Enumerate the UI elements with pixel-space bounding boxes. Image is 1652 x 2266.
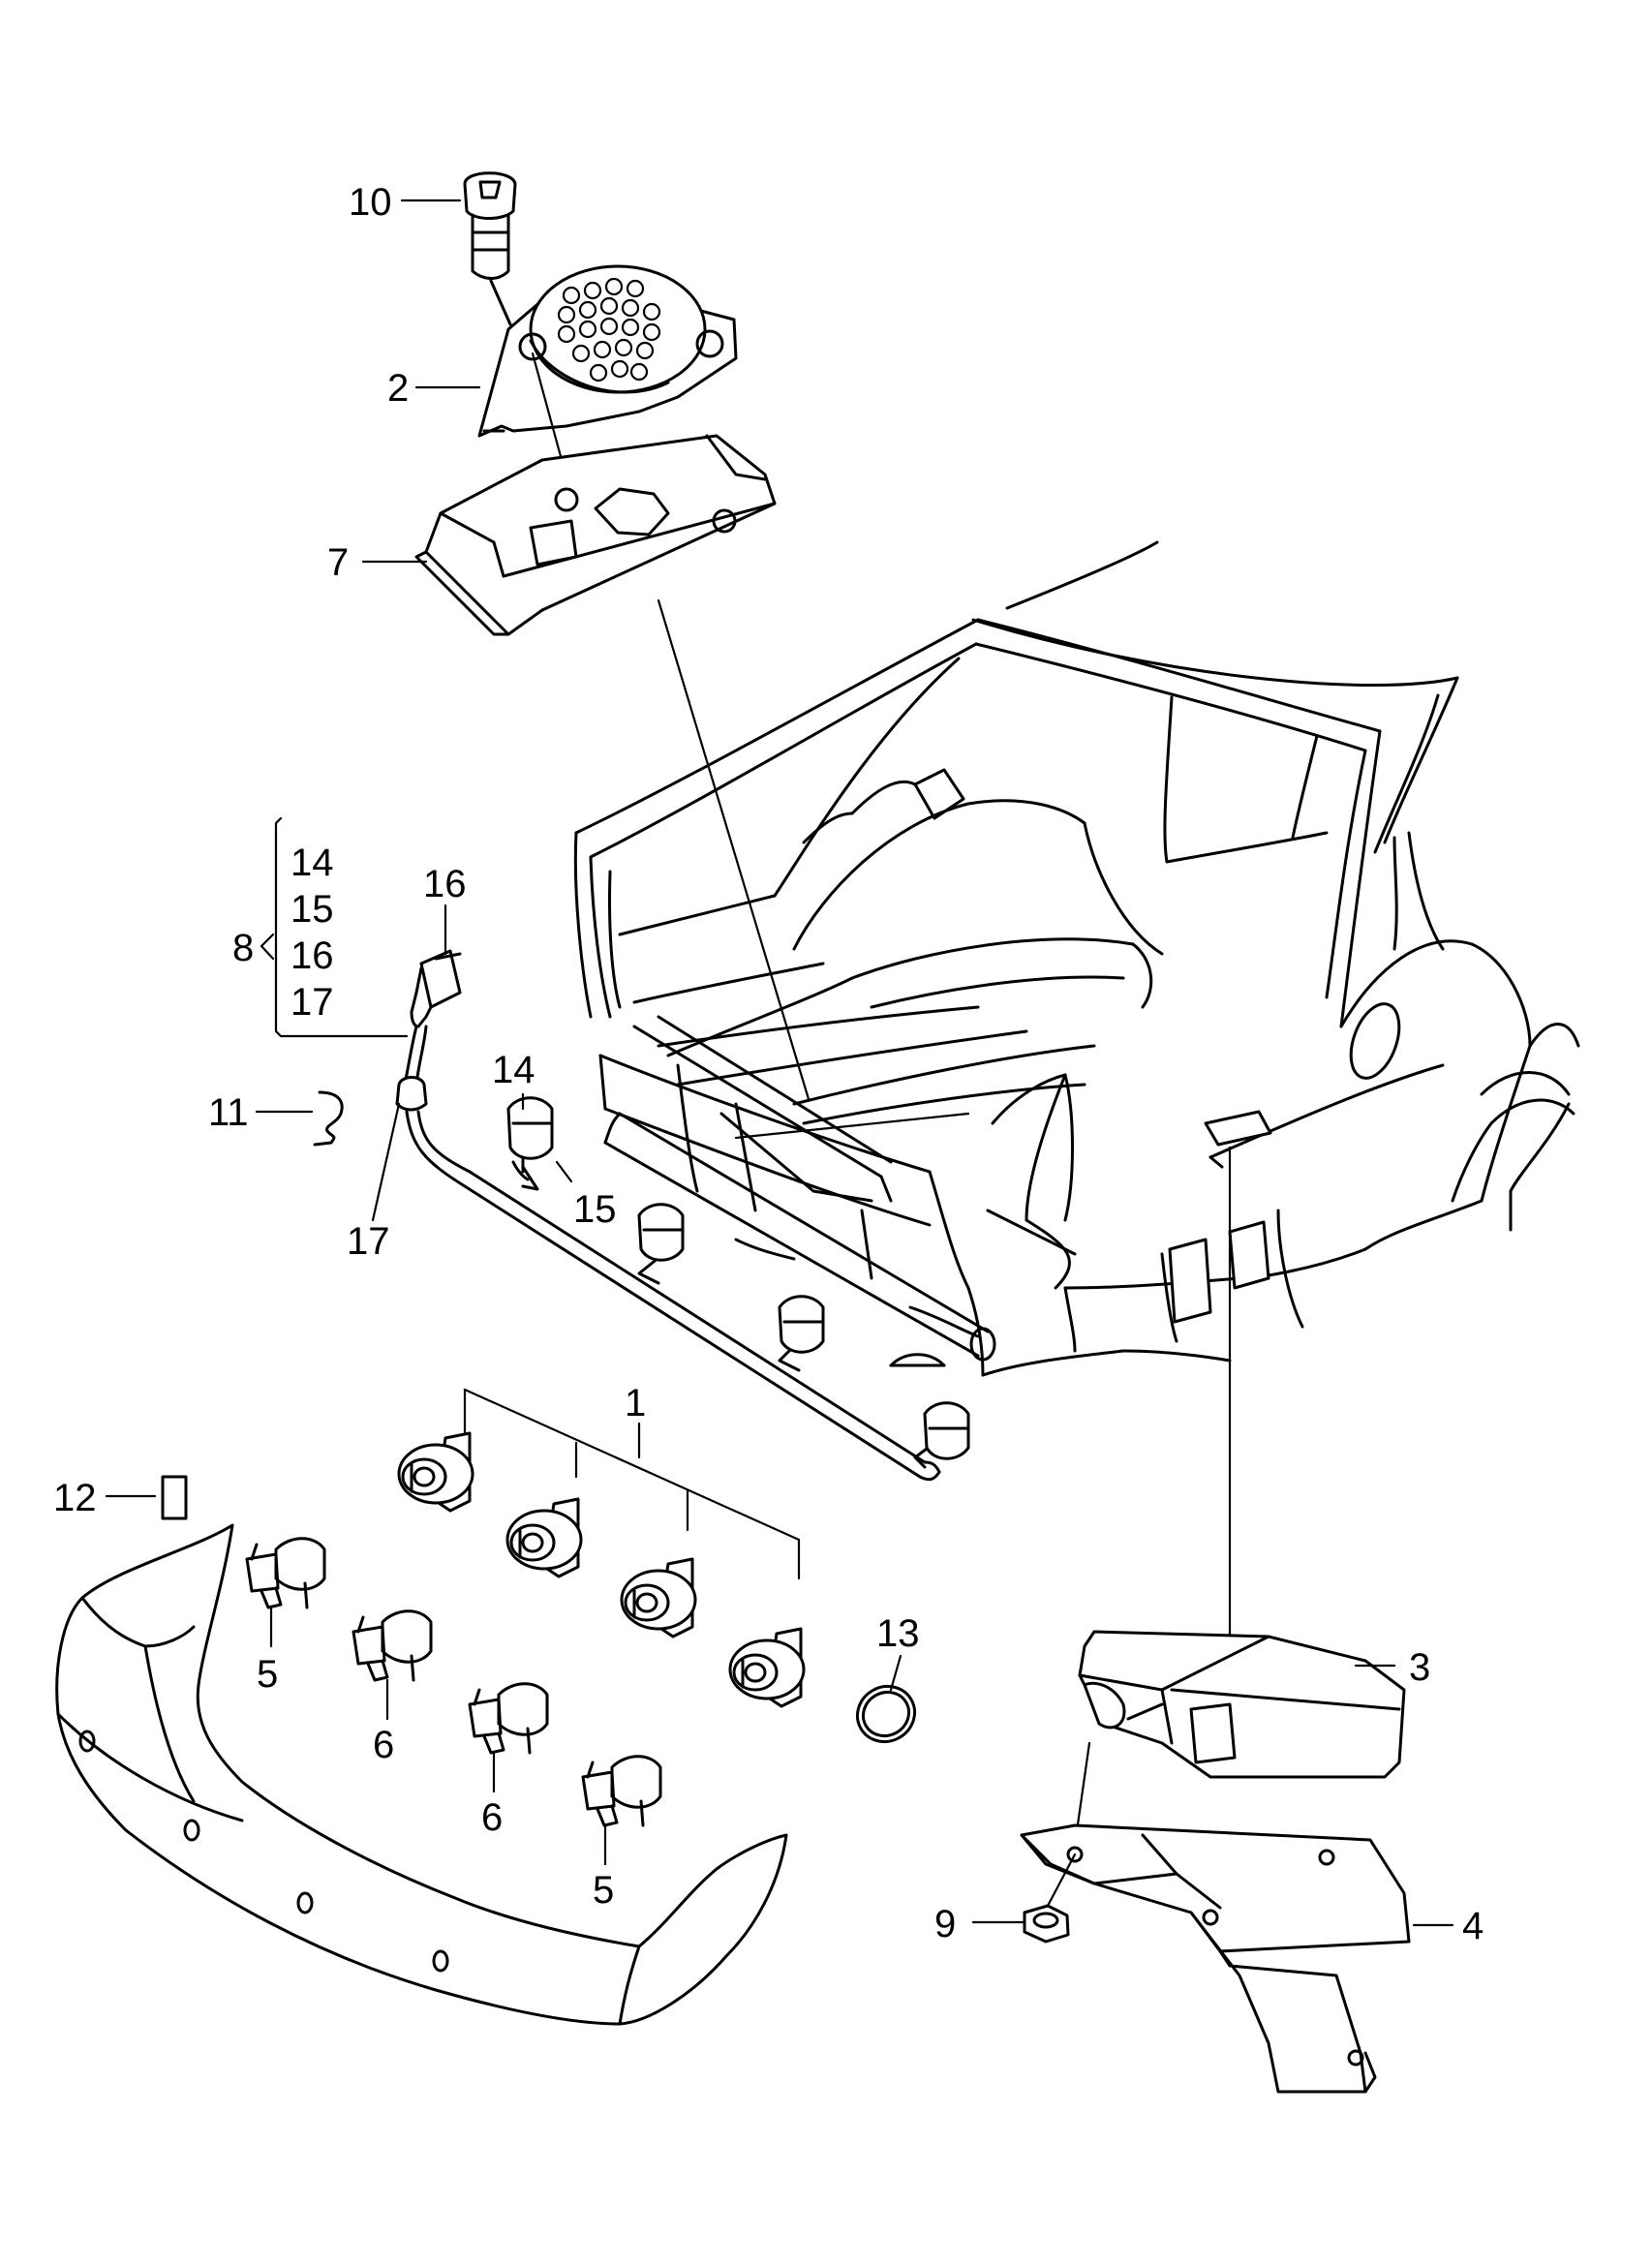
bracket-part-7 (414, 434, 777, 636)
bolt-part-10 (463, 171, 517, 326)
connector-4 (913, 1401, 970, 1469)
sensor-holders (245, 1537, 662, 1827)
mounting-bracket-part-4 (1020, 1741, 1411, 2094)
control-unit-part-3 (1078, 1146, 1406, 1779)
callout-6: 6 (373, 1724, 394, 1766)
callout-16: 16 (423, 863, 467, 905)
nut-part-9 (1023, 1853, 1077, 1944)
connector-part-15 (637, 1203, 685, 1285)
parking-sensor (620, 1557, 697, 1638)
sensor-connectors (506, 1096, 970, 1469)
car-body-rear (573, 540, 1580, 1377)
clip-part-11 (313, 1090, 344, 1147)
callout-1: 1 (625, 1382, 646, 1424)
callout-15: 15 (573, 1188, 617, 1231)
callout-4: 4 (1462, 1905, 1484, 1947)
sensor-holder-part-6 (468, 1682, 549, 1755)
cap-part-12 (161, 1475, 188, 1520)
callout-7: 7 (327, 541, 349, 584)
connector-part-14 (506, 1096, 554, 1191)
callout-17: 17 (347, 1220, 390, 1263)
callout-13: 13 (876, 1612, 920, 1655)
callout-5: 5 (257, 1653, 278, 1696)
callout-14: 14 (492, 1049, 535, 1091)
callout-9: 9 (934, 1903, 956, 1945)
callout-8: 8 (232, 927, 254, 969)
callout-leaders (105, 199, 1454, 1927)
group-label-15: 15 (291, 888, 334, 931)
callout-10: 10 (349, 181, 392, 224)
callout-6-second: 6 (481, 1796, 503, 1839)
sensor-holder-part-6 (352, 1609, 433, 1682)
rear-bumper (55, 1523, 788, 2026)
group-label-17: 17 (291, 981, 334, 1024)
buzzer-part-2 (477, 264, 738, 462)
callout-labels: 10 2 7 16 14 15 16 17 8 11 17 14 15 1 12… (53, 181, 1484, 1947)
sensor-group-part-1 (397, 1388, 806, 1708)
seal-ring-part-13 (855, 1684, 917, 1744)
callout-2: 2 (387, 367, 409, 410)
wiring-harness-part-17 (395, 949, 941, 1482)
sensor-holder-part-5 (581, 1755, 662, 1827)
sensor-holder-part-5 (245, 1537, 326, 1609)
callout-12: 12 (53, 1477, 97, 1519)
callout-3: 3 (1409, 1646, 1430, 1689)
parking-sensor (397, 1431, 474, 1513)
connector-3 (778, 1295, 825, 1372)
parking-sensor (728, 1627, 806, 1708)
group-label-14: 14 (291, 842, 334, 884)
group-label-16: 16 (291, 934, 334, 977)
callout-11: 11 (208, 1091, 249, 1134)
parking-sensor (505, 1497, 583, 1578)
callout-5-second: 5 (593, 1869, 614, 1912)
